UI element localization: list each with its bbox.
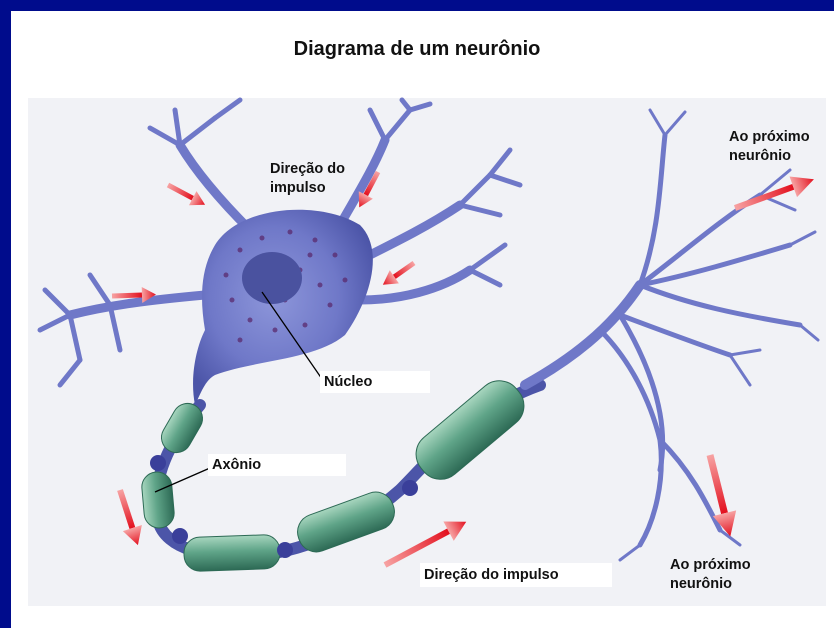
nucleus bbox=[242, 252, 302, 304]
label-impulse-direction-bottom: Direção do impulso bbox=[424, 566, 559, 585]
label-nucleus: Núcleo bbox=[324, 373, 372, 392]
label-axon: Axônio bbox=[212, 456, 261, 475]
label-impulse-direction-bottom-box: Direção do impulso bbox=[420, 563, 612, 587]
label-axon-box: Axônio bbox=[208, 454, 346, 476]
label-next-neuron-top: Ao próximo neurônio bbox=[729, 128, 810, 166]
illustration-background bbox=[28, 98, 826, 606]
label-next-neuron-bottom: Ao próximo neurônio bbox=[670, 556, 751, 594]
label-nucleus-box: Núcleo bbox=[320, 371, 430, 393]
label-impulse-direction-top: Direção do impulso bbox=[270, 160, 345, 198]
diagram-title: Diagrama de um neurônio bbox=[0, 38, 834, 61]
